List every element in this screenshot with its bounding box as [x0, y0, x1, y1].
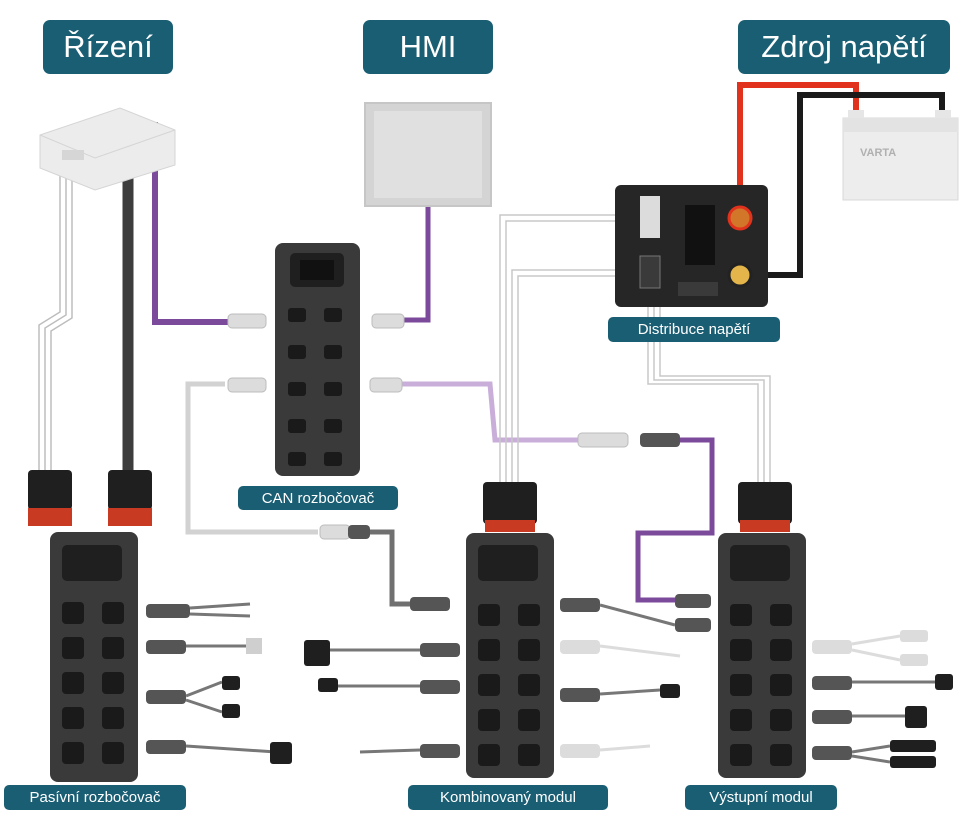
power-wire-negative — [740, 92, 945, 278]
battery-icon: VARTA — [842, 110, 959, 201]
power-distribution-box-icon — [615, 185, 768, 307]
can-cable-bus — [400, 381, 580, 443]
battery-brand-label: VARTA — [860, 147, 896, 159]
label-combined-module: Kombinovaný modul — [408, 785, 608, 810]
can-cable-grey-2 — [370, 529, 410, 607]
header-control: Řízení — [43, 20, 173, 74]
can-cable-output — [635, 437, 715, 603]
label-output-module: Výstupní modul — [685, 785, 837, 810]
label-passive-splitter: Pasívní rozbočovač — [4, 785, 186, 810]
hmi-screen-icon — [364, 102, 492, 207]
label-power-distribution: Distribuce napětí — [608, 317, 780, 342]
passive-splitter-module — [28, 470, 292, 782]
header-power-source: Zdroj napětí — [738, 20, 950, 74]
connector-icon — [348, 433, 680, 611]
connector-icon — [227, 313, 629, 540]
can-cable-grey-1 — [185, 381, 318, 535]
combined-module — [304, 482, 711, 778]
label-can-splitter: CAN rozbočovač — [238, 486, 398, 510]
power-wire-positive — [737, 82, 859, 215]
output-module — [718, 482, 953, 778]
power-wires-combined — [499, 214, 640, 482]
header-hmi: HMI — [363, 20, 493, 74]
signal-wires-left — [38, 162, 73, 470]
can-splitter-icon — [275, 243, 360, 476]
can-cable-hmi — [400, 200, 431, 323]
controller-unit-icon — [39, 107, 176, 191]
